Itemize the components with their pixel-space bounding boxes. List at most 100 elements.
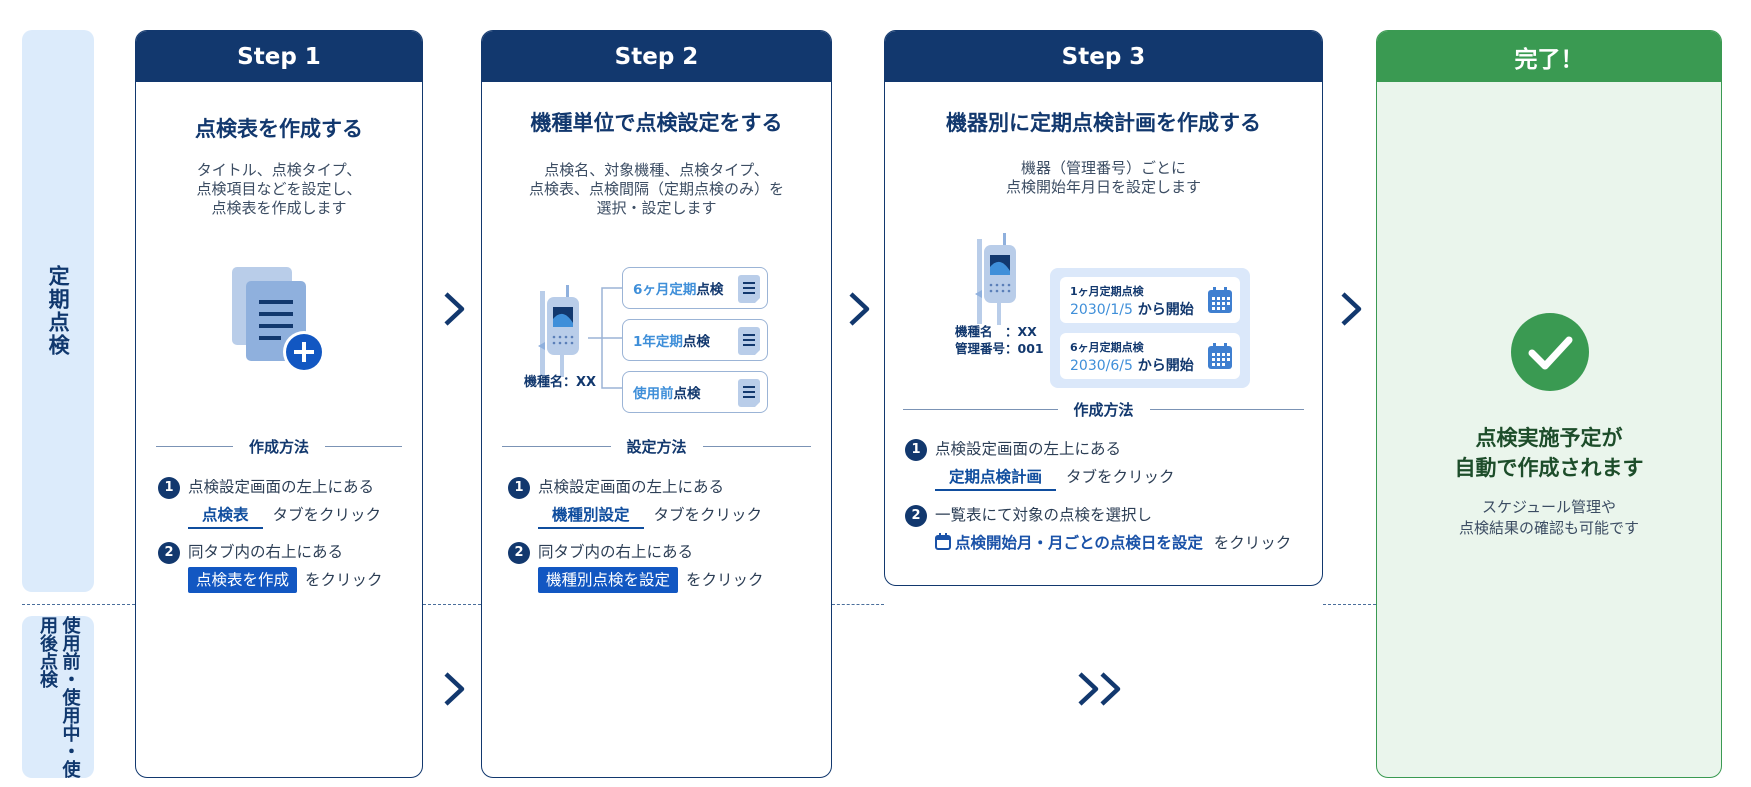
pill-accent-text: 使用前 <box>633 386 674 402</box>
step2-title: 機種単位で点検設定をする <box>530 111 783 135</box>
complete-card: 完了！ 点検実施予定が 自動で作成されます スケジュール管理や 点検結果の確認も… <box>1376 30 1722 778</box>
step3-method-divider: 作成方法 <box>903 399 1305 420</box>
checkmark-icon <box>1511 313 1589 391</box>
step1-instruction-2: 2 同タブ内の右上にある 点検表を作成をクリック <box>158 538 383 594</box>
complete-title-line1: 点検実施予定が <box>1475 426 1623 450</box>
calendar-icon <box>1208 287 1232 313</box>
step-number-1: 1 <box>905 438 927 461</box>
step3-instruction-1-suffix: タブをクリック <box>1066 468 1175 486</box>
chevron-right-icon <box>444 292 465 326</box>
row-divider <box>22 604 135 605</box>
pill-text: 点検 <box>673 386 701 402</box>
row-label-usage-text: 使用前・使用中・使用後点検 <box>37 616 81 778</box>
step3-tab-label: 定期点検計画 <box>935 465 1057 491</box>
step1-method-label: 作成方法 <box>249 438 310 456</box>
pill-accent-text: 6ヶ月定期 <box>633 282 697 298</box>
step2-instruction-2-suffix: をクリック <box>686 571 764 589</box>
step2-instruction-1-text: 点検設定画面の左上にある <box>538 478 725 496</box>
document-icon <box>738 327 760 355</box>
branch-connector <box>588 287 622 389</box>
step-number-2: 2 <box>905 504 927 527</box>
document-add-icon <box>232 267 325 373</box>
step3-card: Step 3 機器別に定期点検計画を作成する 機器（管理番号）ごとに 点検開始年… <box>884 30 1323 586</box>
schedule-panel: 1ヶ月定期点検 2030/1/5 から開始 6ヶ月定期点検 2030/6/5 か… <box>1050 268 1250 388</box>
step2-method-divider: 設定方法 <box>502 436 812 457</box>
step3-action-link-text: 点検開始月・月ごとの点検日を設定 <box>955 534 1203 552</box>
complete-header: 完了！ <box>1377 31 1721 82</box>
schedule-item: 6ヶ月定期点検 2030/6/5 から開始 <box>1060 333 1240 379</box>
step2-tab-label: 機種別設定 <box>538 503 644 529</box>
step2-method-label: 設定方法 <box>626 438 687 456</box>
step1-instruction-1-suffix: タブをクリック <box>272 506 382 524</box>
inspection-pill: 6ヶ月定期点検 <box>622 267 768 309</box>
step1-card: Step 1 点検表を作成する タイトル、点検タイプ、 点検項目などを設定し、 … <box>135 30 423 778</box>
row-label-usage: 使用前・使用中・使用後点検 <box>22 616 94 778</box>
row-label-periodic-text: 定期点検 <box>46 265 71 357</box>
complete-description: スケジュール管理や 点検結果の確認も可能です <box>1458 498 1639 537</box>
step1-title: 点検表を作成する <box>195 117 363 141</box>
row-label-periodic: 定期点検 <box>22 30 94 592</box>
step-number-2: 2 <box>508 541 530 564</box>
step3-method-label: 作成方法 <box>1073 401 1134 419</box>
step3-management-number: 管理番号：001 <box>955 341 1044 356</box>
step1-description: タイトル、点検タイプ、 点検項目などを設定し、 点検表を作成します <box>196 161 362 217</box>
pill-text: 点検 <box>682 334 710 350</box>
schedule-label: 1ヶ月定期点検 <box>1070 285 1144 298</box>
device-icon <box>975 233 1016 325</box>
schedule-suffix: から開始 <box>1137 302 1194 318</box>
step3-model-info: 機種名 ：XX 管理番号：001 <box>955 323 1044 357</box>
step2-instruction-2-text: 同タブ内の右上にある <box>538 543 694 561</box>
row-divider <box>1323 604 1376 605</box>
inspection-pill: 1年定期点検 <box>622 319 768 361</box>
step3-header: Step 3 <box>885 31 1322 82</box>
pill-text: 点検 <box>696 282 724 298</box>
step2-card: Step 2 機種単位で点検設定をする 点検名、対象機種、点検タイプ、 点検表、… <box>481 30 832 778</box>
row-divider <box>832 604 884 605</box>
step1-tab-label: 点検表 <box>188 503 263 529</box>
chevron-right-icon <box>444 672 465 706</box>
chevron-right-icon <box>849 292 870 326</box>
schedule-date: 2030/6/5 <box>1070 358 1133 374</box>
step1-button-label: 点検表を作成 <box>188 567 298 593</box>
complete-title: 点検実施予定が 自動で作成されます <box>1377 423 1721 483</box>
inspection-pill: 使用前点検 <box>622 371 768 413</box>
step-number-1: 1 <box>508 476 530 499</box>
step1-method-divider: 作成方法 <box>156 436 403 457</box>
step3-description: 機器（管理番号）ごとに 点検開始年月日を設定します <box>1005 159 1201 196</box>
schedule-item: 1ヶ月定期点検 2030/1/5 から開始 <box>1060 277 1240 323</box>
schedule-date: 2030/1/5 <box>1070 302 1133 318</box>
step3-instruction-1-text: 点検設定画面の左上にある <box>935 440 1122 458</box>
step2-description: 点検名、対象機種、点検タイプ、 点検表、点検間隔（定期点検のみ）を 選択・設定し… <box>528 161 784 217</box>
pill-accent-text: 1年定期 <box>633 334 683 350</box>
step2-instruction-1: 1 点検設定画面の左上にある 機種別設定タブをクリック <box>508 473 762 529</box>
document-icon <box>738 275 760 303</box>
device-icon <box>538 285 579 377</box>
step-number-1: 1 <box>158 476 180 499</box>
document-icon <box>738 379 760 407</box>
step2-instruction-1-suffix: タブをクリック <box>653 506 763 524</box>
step1-header: Step 1 <box>136 31 422 82</box>
schedule-suffix: から開始 <box>1137 358 1194 374</box>
double-chevron-right-icon <box>1078 672 1121 706</box>
step-number-2: 2 <box>158 541 180 564</box>
step3-instruction-1: 1 点検設定画面の左上にある 定期点検計画タブをクリック <box>905 435 1175 491</box>
chevron-right-icon <box>1341 292 1362 326</box>
step2-header: Step 2 <box>482 31 831 82</box>
step1-instruction-2-text: 同タブ内の右上にある <box>188 543 344 561</box>
schedule-label: 6ヶ月定期点検 <box>1070 341 1144 354</box>
step2-model-label: 機種名：XX <box>524 375 597 390</box>
complete-title-line2: 自動で作成されます <box>1454 456 1644 480</box>
calendar-icon <box>1208 343 1232 369</box>
row-divider <box>423 604 481 605</box>
step1-instruction-2-suffix: をクリック <box>305 571 383 589</box>
step3-instruction-2-suffix: をクリック <box>1213 534 1292 552</box>
step2-instruction-2: 2 同タブ内の右上にある 機種別点検を設定をクリック <box>508 538 764 594</box>
calendar-icon <box>935 533 951 550</box>
step1-instruction-1: 1 点検設定画面の左上にある 点検表タブをクリック <box>158 473 381 529</box>
step3-model-name: 機種名 ：XX <box>955 324 1037 339</box>
step1-instruction-1-text: 点検設定画面の左上にある <box>188 478 375 496</box>
step3-title: 機器別に定期点検計画を作成する <box>946 111 1261 135</box>
step3-action-link: 点検開始月・月ごとの点検日を設定 <box>935 533 1208 552</box>
step2-button-label: 機種別点検を設定 <box>538 567 679 593</box>
